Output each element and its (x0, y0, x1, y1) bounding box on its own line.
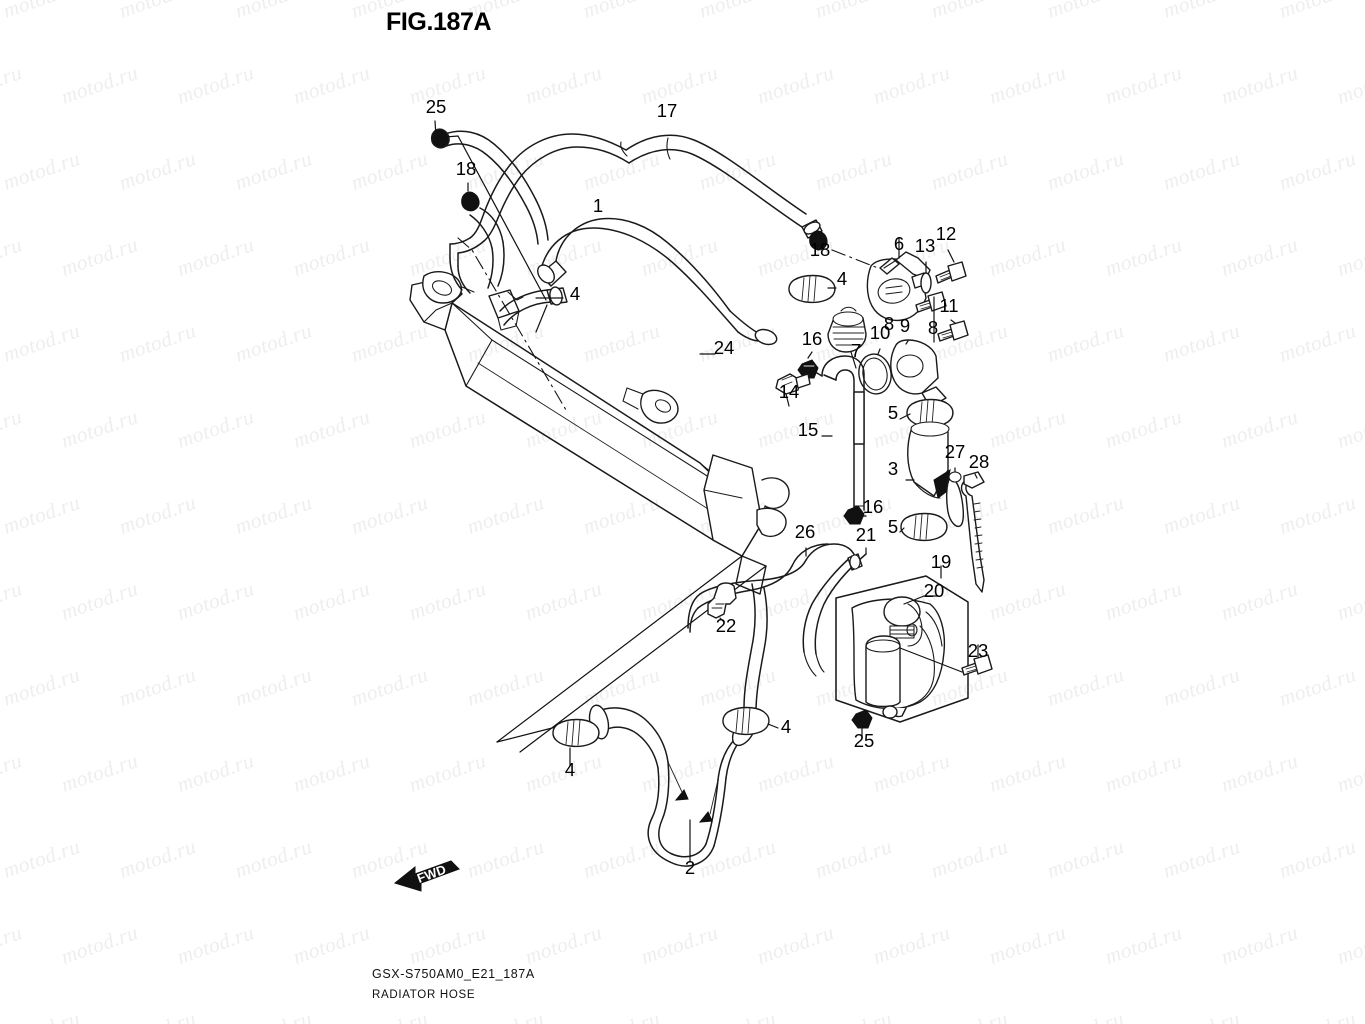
radiator-assembly (409, 271, 790, 595)
reservoir-tank-19 (835, 565, 969, 723)
fwd-direction-marker: FWD (393, 857, 463, 906)
union-14 (775, 373, 811, 407)
water-pipe-15 (811, 355, 865, 511)
callout-17: 17 (657, 100, 678, 121)
hose-18-run (469, 207, 505, 289)
callout-10: 10 (870, 322, 891, 343)
callout-24: 24 (714, 337, 735, 358)
callout-14: 14 (779, 381, 800, 402)
callout-5b: 5 (888, 516, 898, 537)
callout-12: 12 (936, 223, 957, 244)
callout-8b: 8 (884, 313, 894, 334)
callout-18a: 18 (456, 158, 477, 179)
callout-13: 13 (915, 235, 936, 256)
caption-code: GSX-S750AM0_E21_187A (372, 967, 535, 981)
cable-tie-28 (960, 471, 985, 593)
callout-26: 26 (795, 521, 816, 542)
o-ring-10 (858, 348, 892, 395)
callout-4a: 4 (570, 283, 580, 304)
bolt-23 (899, 644, 993, 676)
page-title: FIG.187A (386, 8, 492, 36)
callout-22: 22 (716, 615, 737, 636)
figure-caption: GSX-S750AM0_E21_187A RADIATOR HOSE (372, 967, 535, 1001)
bolt-12 (935, 249, 967, 284)
callout-11: 11 (939, 295, 958, 316)
hose-26 (687, 543, 863, 633)
clip-25b (851, 709, 873, 737)
clamp-4d (722, 706, 779, 736)
callout-28: 28 (969, 451, 990, 472)
callout-6: 6 (894, 233, 904, 254)
hose-3 (905, 421, 951, 499)
hose-17 (620, 134, 823, 239)
callout-3: 3 (888, 458, 898, 479)
callout-15: 15 (798, 419, 819, 440)
hose-upper-left (499, 286, 568, 326)
callout-4d: 4 (781, 716, 791, 737)
callout-8a: 8 (928, 317, 938, 338)
clip-16a (797, 351, 819, 379)
callout-16b: 16 (863, 496, 884, 517)
callout-21: 21 (856, 524, 877, 545)
bracket-22 (707, 582, 737, 623)
clip-27 (945, 467, 965, 528)
callout-25b: 25 (854, 730, 875, 751)
hose-lower-run (743, 583, 768, 725)
clamp-4b (788, 274, 837, 304)
clamp-5b (899, 512, 948, 542)
callout-4b: 4 (837, 268, 847, 289)
bolt-11 (937, 319, 969, 342)
callout-5a: 5 (888, 402, 898, 423)
callout-9: 9 (900, 315, 910, 336)
callout-20: 20 (924, 580, 945, 601)
callout-1: 1 (593, 195, 603, 216)
clip-18a (461, 191, 480, 212)
callout-16a: 16 (802, 328, 823, 349)
callout-27: 27 (945, 441, 966, 462)
hose-1 (537, 217, 778, 346)
thermostat-7 (827, 306, 867, 369)
callout-23: 23 (968, 640, 989, 661)
clamp-4c (552, 718, 600, 767)
fwd-label: FWD (415, 862, 448, 886)
hose-25-run (430, 128, 549, 245)
callout-25a: 25 (426, 96, 447, 117)
clip-18b (809, 230, 828, 251)
callout-7: 7 (851, 340, 861, 361)
callout-18b: 18 (810, 239, 831, 260)
callout-19: 19 (931, 551, 952, 572)
callout-2: 2 (685, 857, 695, 878)
bolt-8a (915, 291, 947, 343)
washer-13 (920, 261, 932, 294)
clip-16b (843, 505, 867, 525)
caption-name: RADIATOR HOSE (372, 989, 476, 1001)
callout-4c: 4 (565, 759, 575, 780)
